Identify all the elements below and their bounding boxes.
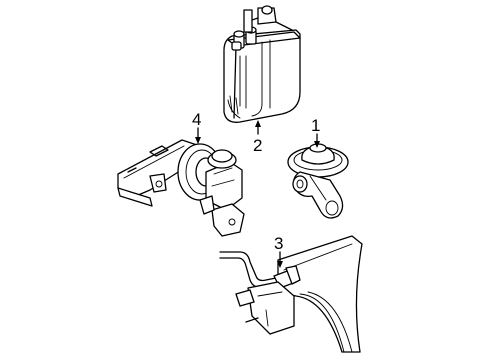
callout-3: 3	[274, 234, 283, 268]
part-4-regulator	[117, 139, 245, 237]
part-2-canister	[223, 5, 301, 123]
callout-1-label: 1	[311, 116, 320, 135]
callout-1: 1	[311, 116, 320, 148]
callout-4: 4	[192, 110, 201, 144]
callout-2-label: 2	[253, 136, 262, 155]
callout-3-label: 3	[274, 234, 283, 253]
callout-2: 2	[253, 120, 262, 155]
part-3-bracket	[219, 235, 363, 353]
part-1-valve	[287, 143, 349, 219]
callout-4-label: 4	[192, 110, 201, 129]
